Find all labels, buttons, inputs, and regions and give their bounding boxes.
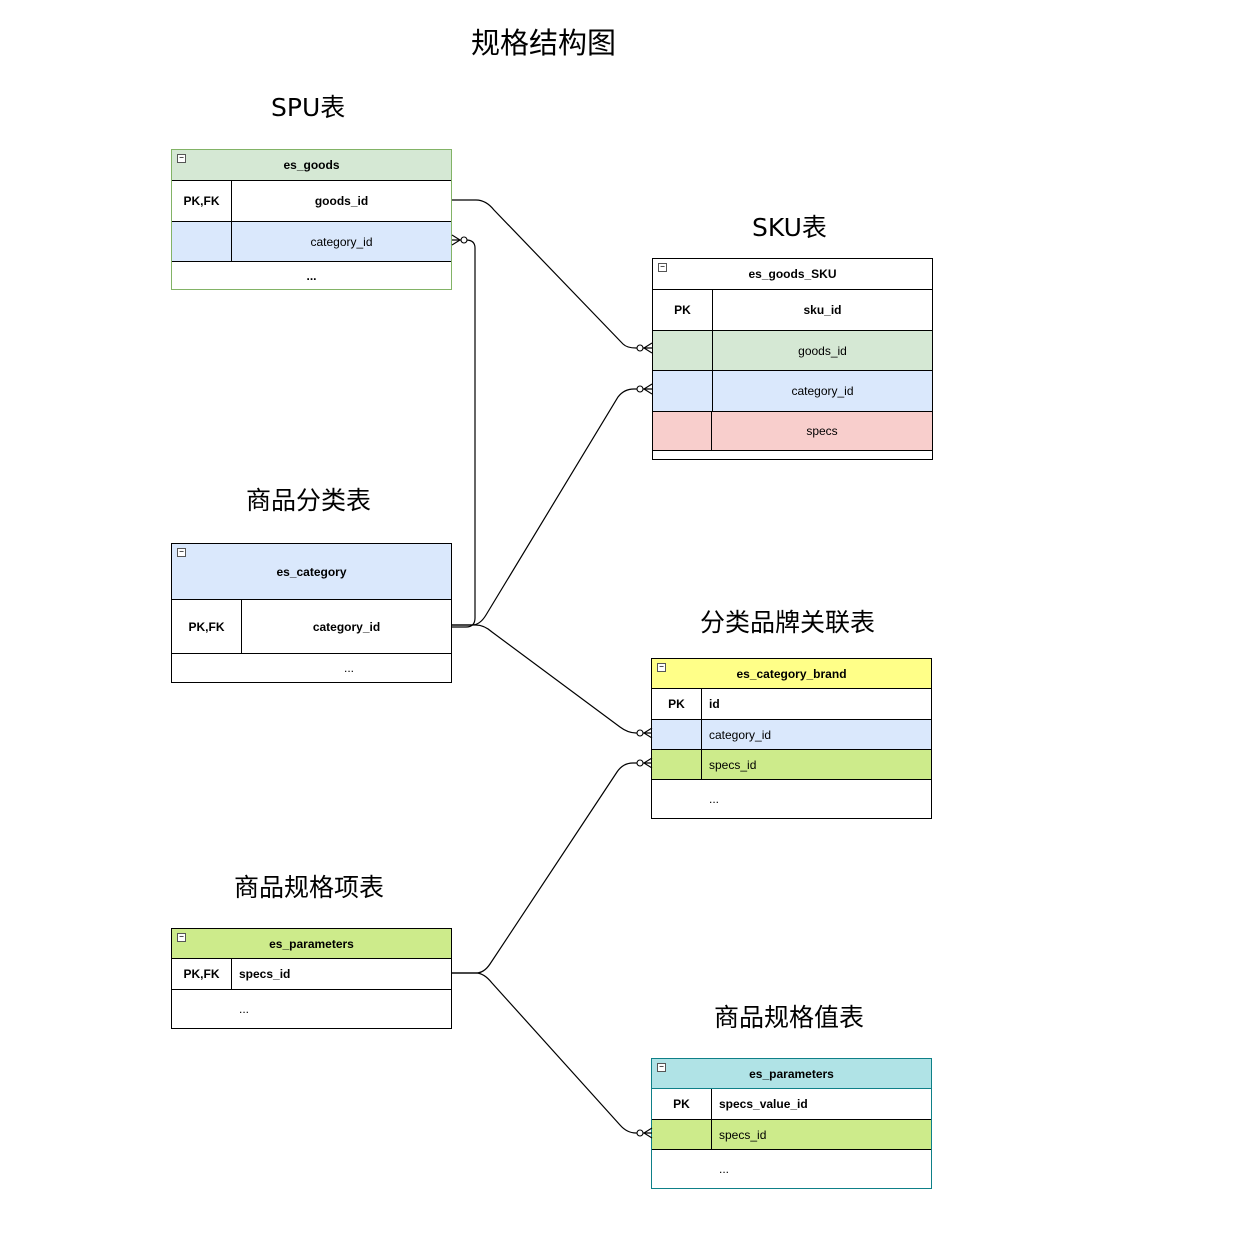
- key-cell: PK,FK: [172, 600, 242, 653]
- minus-box-icon[interactable]: −: [177, 548, 186, 557]
- table-name: es_category_brand: [736, 666, 847, 681]
- field-cell: category_id: [791, 384, 854, 398]
- heading-param-value: 商品规格值表: [714, 1003, 865, 1032]
- table-row: PK id: [652, 689, 931, 719]
- heading-spu: SPU表: [271, 93, 346, 122]
- field-cell: category_id: [310, 234, 373, 249]
- crows-foot-optional-many-icon: [636, 383, 653, 395]
- heading-category-brand: 分类品牌关联表: [700, 608, 876, 637]
- connector-goods-category: [452, 239, 476, 628]
- field-cell: sku_id: [803, 303, 842, 317]
- more-fields: ...: [652, 1149, 931, 1188]
- table-es-category-brand[interactable]: − es_category_brand PK id category_id sp…: [651, 658, 932, 819]
- table-row: PK specs_value_id: [652, 1089, 931, 1119]
- field-cell: specs_value_id: [719, 1097, 808, 1111]
- table-header[interactable]: − es_parameters: [172, 929, 451, 959]
- table-es-goods-sku[interactable]: − es_goods_SKU PK sku_id goods_id catego…: [652, 258, 933, 460]
- crows-foot-optional-many-icon: [451, 234, 468, 246]
- table-name: es_goods_SKU: [748, 267, 837, 281]
- table-name: es_goods: [283, 158, 340, 172]
- minus-box-icon[interactable]: −: [657, 663, 666, 672]
- key-cell: PK,FK: [172, 181, 232, 221]
- key-cell: PK,FK: [172, 959, 232, 989]
- key-cell: [172, 222, 232, 261]
- field-cell: goods_id: [798, 343, 847, 358]
- field-cell: category_id: [312, 619, 381, 634]
- table-es-category[interactable]: − es_category PK,FK category_id ...: [171, 543, 452, 683]
- connector-params-to-value: [452, 972, 652, 1134]
- table-row: goods_id: [653, 330, 932, 370]
- table-header[interactable]: − es_goods_SKU: [653, 259, 932, 290]
- table-es-parameters-item[interactable]: − es_parameters PK,FK specs_id ...: [171, 928, 452, 1029]
- table-header[interactable]: − es_category_brand: [652, 659, 931, 689]
- table-row: PK,FK category_id: [172, 600, 451, 653]
- table-row: category_id: [653, 370, 932, 411]
- crows-foot-optional-many-icon: [636, 342, 653, 354]
- table-row: PK,FK goods_id: [172, 181, 451, 221]
- field-cell: specs: [806, 424, 838, 438]
- crows-foot-optional-many-icon: [636, 727, 653, 739]
- more-fields: ...: [652, 779, 931, 817]
- diagram-title: 规格结构图: [471, 26, 617, 60]
- crows-foot-optional-many-icon: [636, 1127, 653, 1139]
- field-cell: specs_id: [709, 757, 757, 772]
- table-row: category_id: [652, 719, 931, 749]
- key-cell: [652, 750, 702, 779]
- heading-category: 商品分类表: [246, 486, 372, 515]
- minus-box-icon[interactable]: −: [177, 154, 186, 163]
- table-row: specs_id: [652, 749, 931, 779]
- table-row: PK sku_id: [653, 290, 932, 330]
- more-fields: ...: [172, 989, 451, 1027]
- crows-foot-optional-many-icon: [636, 757, 653, 769]
- field-cell: category_id: [709, 727, 772, 742]
- field-cell: id: [709, 697, 720, 711]
- connector-goods-to-sku: [452, 199, 652, 349]
- connector-category-to-brand: [452, 624, 652, 734]
- table-es-goods[interactable]: − es_goods PK,FK goods_id category_id ..…: [171, 149, 452, 290]
- minus-box-icon[interactable]: −: [177, 933, 186, 942]
- key-cell: PK: [652, 689, 702, 719]
- table-row: specs: [653, 411, 932, 451]
- minus-box-icon[interactable]: −: [657, 1063, 666, 1072]
- heading-sku: SKU表: [752, 213, 827, 242]
- minus-box-icon[interactable]: −: [658, 263, 667, 272]
- table-name: es_category: [276, 564, 347, 579]
- connector-params-to-brand: [452, 762, 652, 974]
- key-cell: [653, 331, 713, 370]
- key-cell: [652, 1120, 712, 1149]
- field-cell: specs_id: [719, 1127, 767, 1142]
- table-es-parameters-value[interactable]: − es_parameters PK specs_value_id specs_…: [651, 1058, 932, 1189]
- table-name: es_parameters: [269, 936, 354, 951]
- table-name: es_parameters: [749, 1066, 834, 1081]
- table-header[interactable]: − es_parameters: [652, 1059, 931, 1089]
- more-fields: ...: [172, 261, 451, 289]
- heading-param-item: 商品规格项表: [234, 873, 385, 902]
- more-fields: ...: [172, 653, 451, 682]
- key-cell: PK: [653, 290, 713, 330]
- key-cell: [652, 720, 702, 749]
- table-row: PK,FK specs_id: [172, 959, 451, 989]
- key-cell: PK: [652, 1089, 712, 1119]
- table-row: specs_id: [652, 1119, 931, 1149]
- key-cell: [653, 412, 712, 450]
- table-row: category_id: [172, 221, 451, 261]
- key-cell: [653, 371, 713, 411]
- connector-category-to-sku: [452, 388, 652, 626]
- table-header[interactable]: − es_goods: [172, 150, 451, 181]
- table-header[interactable]: − es_category: [172, 544, 451, 600]
- field-cell: goods_id: [314, 194, 369, 208]
- field-cell: specs_id: [239, 967, 291, 981]
